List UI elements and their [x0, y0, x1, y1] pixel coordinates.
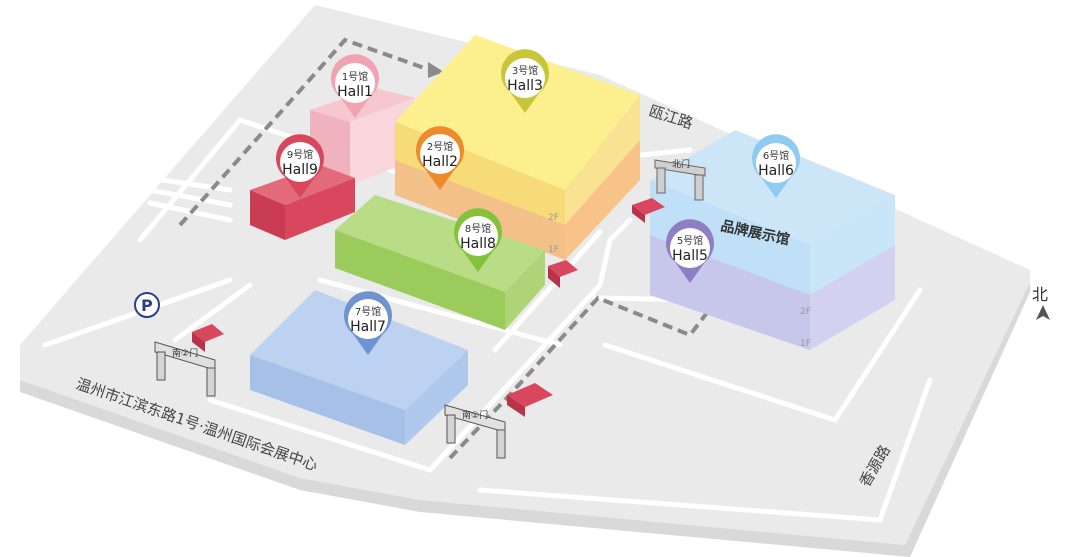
svg-text:Hall7: Hall7 [350, 319, 386, 335]
pin-hall2[interactable]: 2号馆 Hall2 [415, 126, 464, 190]
pin-hall5[interactable]: 5号馆 Hall5 [666, 219, 714, 283]
svg-text:Hall2: Hall2 [422, 154, 458, 170]
pin-hall1[interactable]: 1号馆 Hall1 [331, 54, 379, 118]
svg-text:1号馆: 1号馆 [342, 70, 368, 83]
hall3-floor-2f: 2F [548, 213, 559, 223]
pin-hall9[interactable]: 9号馆 Hall9 [276, 134, 324, 198]
svg-text:P: P [141, 296, 153, 315]
svg-text:3号馆: 3号馆 [512, 64, 538, 77]
svg-text:Hall9: Hall9 [282, 162, 318, 178]
svg-text:Hall8: Hall8 [460, 236, 496, 252]
gate-south1[interactable]: 南①门 [444, 404, 506, 459]
svg-text:8号馆: 8号馆 [465, 222, 491, 235]
svg-text:9号馆: 9号馆 [287, 148, 313, 161]
gate-south2[interactable]: 南②门 [154, 341, 216, 397]
hall7-building[interactable] [250, 290, 468, 445]
svg-text:北: 北 [1032, 285, 1048, 304]
pin-hall7[interactable]: 7号馆 Hall7 [344, 291, 392, 355]
hall6-floor-2f: 2F [800, 307, 811, 317]
svg-text:Hall6: Hall6 [758, 163, 794, 179]
svg-text:5号馆: 5号馆 [677, 234, 703, 247]
pin-hall6[interactable]: 6号馆 Hall6 [752, 134, 801, 198]
svg-text:6号馆: 6号馆 [763, 149, 789, 162]
svg-text:北门: 北门 [672, 158, 690, 170]
svg-text:7号馆: 7号馆 [355, 305, 381, 318]
north-arrow-icon [1036, 305, 1050, 320]
svg-text:Hall5: Hall5 [672, 248, 708, 264]
gate-north[interactable]: 北门 [654, 158, 706, 201]
compass: 北 [1032, 285, 1050, 320]
hall3-floor-1f: 1F [548, 245, 559, 255]
svg-text:南①门: 南①门 [462, 409, 488, 421]
pin-hall3[interactable]: 3号馆 Hall3 [501, 49, 549, 113]
booths [192, 198, 665, 417]
pin-hall8[interactable]: 8号馆 Hall8 [454, 208, 502, 272]
svg-text:Hall1: Hall1 [337, 84, 373, 100]
svg-text:南②门: 南②门 [172, 347, 198, 359]
svg-text:Hall3: Hall3 [507, 78, 543, 94]
hall8-building[interactable] [335, 195, 545, 330]
parking-icon[interactable]: P [134, 292, 160, 318]
svg-text:2号馆: 2号馆 [427, 140, 453, 153]
route-arrow-north [428, 62, 444, 78]
hall6-floor-1f: 1F [800, 339, 811, 349]
